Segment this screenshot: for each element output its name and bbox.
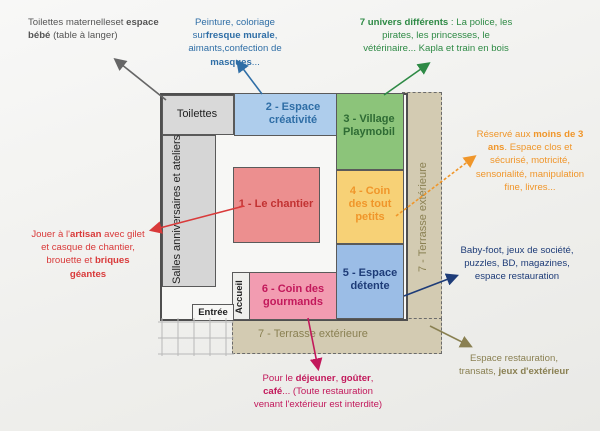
room-terrasse-right	[402, 92, 442, 354]
note-tout_petits-part: moins de 3 ans	[487, 129, 584, 154]
arrow-tout-petits	[395, 155, 477, 217]
room-chantier: 1 - Le chantier	[233, 167, 320, 243]
note-tout_petits-part: Réservé aux	[476, 129, 534, 140]
arrow-creativite	[236, 59, 263, 95]
room-gourmands-label: 6 - Coin des gourmands	[261, 283, 325, 308]
note-chantier-part: artisan	[69, 229, 102, 240]
note-terrasse-part: jeux d'extérieur	[498, 366, 569, 378]
note-creativite-part: confection de	[224, 43, 282, 55]
note-tout-petits: Réservé aux moins de 3 ans. Espace clos …	[470, 128, 590, 194]
room-entree-label: Entrée	[198, 306, 228, 318]
note-chantier-part: avec gilet et casque de chantier, brouet…	[41, 229, 145, 267]
room-gourmands: 6 - Coin des gourmands	[249, 272, 337, 320]
note-chantier-part: briques géantes	[69, 255, 130, 280]
note-creativite-part: fresque murale	[205, 30, 275, 42]
note-toilettes: Toilettes maternelleset espace bébé (tab…	[28, 16, 168, 42]
note-tout_petits-part: . Espace clos et sécurisé, motricité, se…	[475, 142, 585, 193]
entrance-grid	[158, 318, 234, 356]
note-creativite: Peinture, coloriage surfresque murale, a…	[180, 16, 290, 69]
room-entree: Entrée	[192, 304, 234, 321]
room-tout-petits-label: 4 - Coin des tout petits	[348, 184, 392, 223]
room-salles	[162, 135, 216, 287]
arrow-gourmands	[307, 317, 323, 372]
arrow-detente	[403, 273, 459, 297]
arrow-playmobil	[383, 62, 431, 96]
note-gourmands-part: goûter	[340, 373, 371, 384]
room-creativite-label: 2 - Espace créativité	[265, 101, 321, 126]
arrow-terrasse	[429, 325, 473, 348]
room-toilettes-label: Toilettes	[176, 107, 218, 120]
note-terrasse-part: Espace restauration, transats,	[458, 353, 558, 378]
note-gourmands-part: ,	[335, 373, 341, 384]
room-toilettes: Toilettes	[162, 95, 234, 135]
note-playmobil-part: : La police, les pirates, les princesses…	[363, 17, 513, 55]
note-toilettes-part: (table à langer)	[50, 30, 118, 42]
note-gourmands-part: ,	[370, 373, 374, 384]
note-creativite-part: ...	[251, 56, 260, 68]
note-toilettes-part: et	[115, 17, 127, 28]
room-terrasse-bottom	[232, 318, 442, 354]
note-toilettes-part: espace bébé	[28, 17, 159, 42]
note-detente: Baby-foot, jeux de société, puzzles, BD,…	[452, 244, 582, 284]
note-gourmands: Pour le déjeuner, goûter, café... (Toute…	[248, 372, 388, 412]
note-gourmands-part: déjeuner	[295, 373, 336, 384]
note-playmobil: 7 univers différents : La police, les pi…	[356, 16, 516, 56]
note-creativite-part: Peinture, coloriage sur	[192, 17, 275, 42]
room-tout-petits: 4 - Coin des tout petits	[336, 170, 404, 244]
room-detente: 5 - Espace détente	[336, 244, 404, 319]
arrow-toilettes	[113, 58, 167, 101]
note-creativite-part: masques	[210, 56, 252, 68]
note-terrasse: Espace restauration, transats, jeux d'ex…	[454, 352, 574, 378]
note-chantier-part: Jouer à l'	[31, 229, 70, 240]
note-detente-part: Baby-foot, jeux de société, puzzles, BD,…	[460, 245, 574, 283]
room-detente-label: 5 - Espace détente	[342, 267, 398, 292]
arrow-chantier	[148, 205, 245, 234]
note-gourmands-part: Pour le	[262, 373, 296, 384]
note-chantier: Jouer à l'artisan avec gilet et casque d…	[28, 228, 148, 281]
note-gourmands-part: ... (Toute restauration venant l'extérie…	[253, 386, 383, 411]
room-chantier-label: 1 - Le chantier	[238, 197, 314, 210]
terrasse-bottom-label: 7 - Terrasse extérieure	[258, 328, 368, 340]
room-accueil	[232, 272, 250, 320]
room-playmobil: 3 - Village Playmobil	[336, 93, 404, 170]
note-playmobil-part: 7 univers différents	[359, 17, 449, 28]
note-creativite-part: , aimants,	[188, 30, 278, 55]
note-toilettes-part: Toilettes maternelles	[28, 17, 116, 28]
room-creativite: 2 - Espace créativité	[234, 93, 337, 136]
room-playmobil-label: 3 - Village Playmobil	[343, 113, 395, 138]
note-gourmands-part: café	[263, 386, 283, 398]
